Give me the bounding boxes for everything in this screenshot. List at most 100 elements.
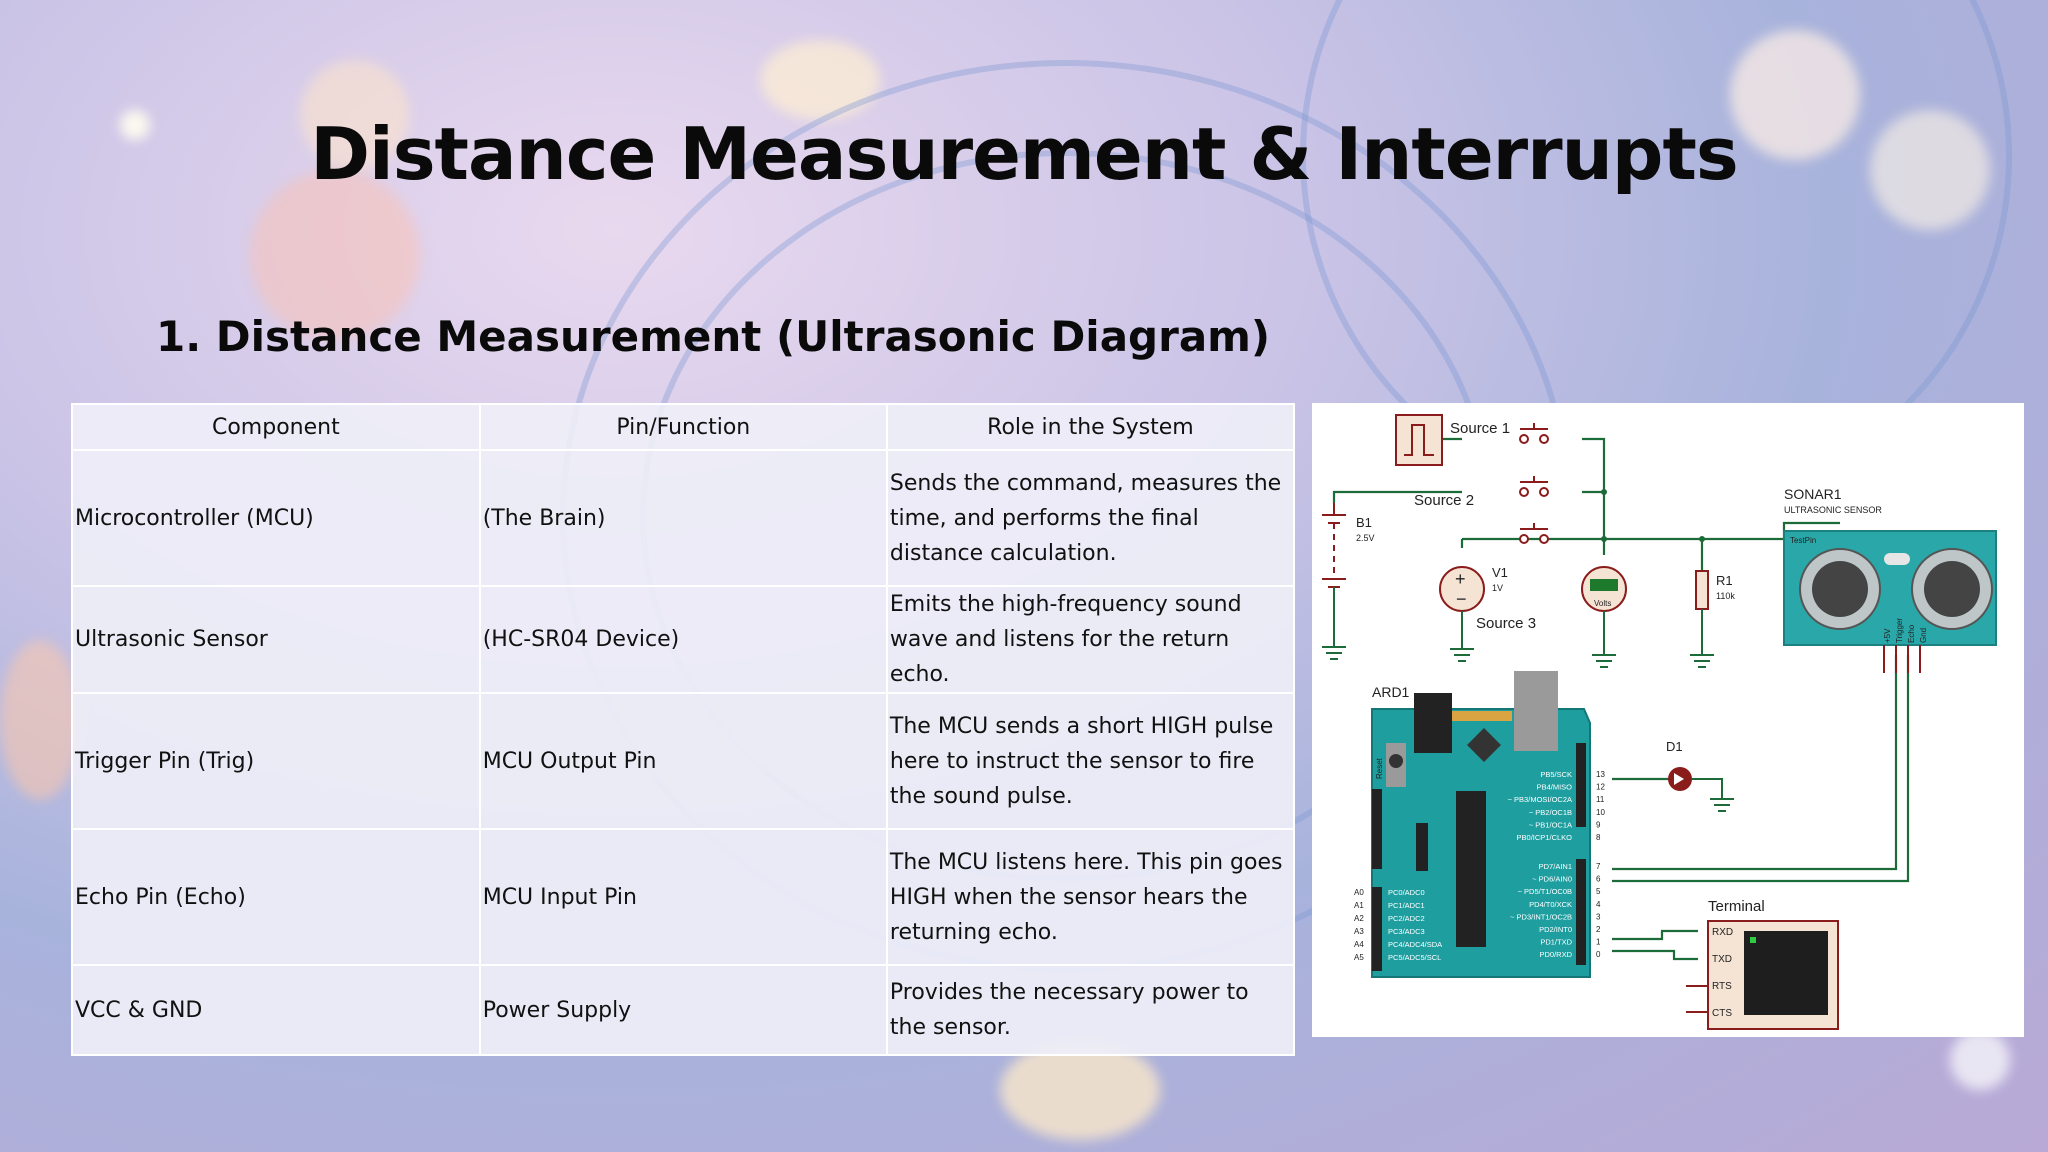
pin-label: PC2/ADC2 <box>1388 914 1425 923</box>
pin-number: 5 <box>1596 887 1601 896</box>
pin-label: PD0/RXD <box>1539 950 1572 959</box>
reset-label: Reset <box>1375 757 1384 779</box>
pin-number: 4 <box>1596 900 1601 909</box>
circuit-schematic: Source 1 Source 2 B1 2.5V + − V1 1V Sour… <box>1322 414 1997 1030</box>
pulse-source-icon <box>1395 414 1443 466</box>
header-component: Component <box>71 403 481 451</box>
ground-icon <box>1692 778 1734 812</box>
pin-label: PC4/ADC4/SDA <box>1388 940 1442 949</box>
portc-labels: PC0/ADC0A0PC1/ADC1A1PC2/ADC2A2PC3/ADC3A3… <box>1354 888 1442 962</box>
volts-label: Volts <box>1594 599 1611 608</box>
cell-pin-function: MCU Input Pin <box>478 828 888 966</box>
pin-label: ~ PD3/INT1/OC2B <box>1510 912 1572 921</box>
source2-label: Source 2 <box>1414 492 1474 509</box>
transducer-mesh <box>1924 561 1980 617</box>
sonar-pin-label: Echo <box>1907 624 1916 643</box>
switches <box>1519 423 1549 544</box>
transducer-mesh <box>1812 561 1868 617</box>
analog-pin-number: A0 <box>1354 888 1364 897</box>
cell-component: Microcontroller (MCU) <box>71 449 481 587</box>
table-row: Microcontroller (MCU) (The Brain) Sends … <box>71 449 1296 587</box>
bokeh-light <box>0 640 80 800</box>
pulse-waveform-icon <box>1404 424 1434 456</box>
pin-number: 9 <box>1596 820 1601 829</box>
cell-role: Sends the command, measures the time, an… <box>885 449 1296 587</box>
ground-icon <box>1592 611 1616 668</box>
pin-number: 12 <box>1596 783 1605 792</box>
minus-icon: − <box>1456 589 1467 609</box>
capacitor-icon <box>1452 711 1512 721</box>
sonar-sublabel: ULTRASONIC SENSOR <box>1784 505 1882 515</box>
pin-label: ~ PD5/T1/OC0B <box>1518 887 1572 896</box>
terminal-pin-cts: CTS <box>1712 1008 1732 1019</box>
voltmeter-display <box>1590 579 1618 591</box>
cell-component: VCC & GND <box>71 964 481 1056</box>
bokeh-light <box>120 110 150 140</box>
pin-label: PC3/ADC3 <box>1388 927 1425 936</box>
pin-label: PD4/T0/XCK <box>1529 900 1572 909</box>
pin-number: 10 <box>1596 808 1605 817</box>
table-row: Echo Pin (Echo) MCU Input Pin The MCU li… <box>71 828 1296 966</box>
circuit-diagram: Source 1 Source 2 B1 2.5V + − V1 1V Sour… <box>1312 403 2024 1037</box>
analog-pin-number: A2 <box>1354 914 1364 923</box>
d1-label: D1 <box>1666 739 1683 754</box>
reset-knob-icon <box>1389 754 1403 768</box>
header-role: Role in the System <box>885 403 1296 451</box>
r1-label: R1 <box>1716 573 1733 588</box>
sonar-pin-label: Trigger <box>1895 618 1904 643</box>
terminal-pin-txd: TXD <box>1712 954 1732 965</box>
pin-label: PC5/ADC5/SCL <box>1388 953 1441 962</box>
pin-number: 0 <box>1596 950 1601 959</box>
header-power <box>1372 789 1382 869</box>
analog-pin-number: A5 <box>1354 953 1364 962</box>
chip-label: ATMEGA328P-PU <box>1469 857 1478 923</box>
v1-label: V1 <box>1492 565 1508 580</box>
source3-label: Source 3 <box>1476 615 1536 632</box>
pin-label: ~ PB3/MOSI/OC2A <box>1508 795 1572 804</box>
terminal-pin-rts: RTS <box>1712 981 1732 992</box>
cell-role: Provides the necessary power to the sens… <box>885 964 1296 1056</box>
pin-label: PB5/SCK <box>1540 770 1572 779</box>
source1-label: Source 1 <box>1450 420 1510 437</box>
pin-number: 8 <box>1596 833 1601 842</box>
pin-label: PD7/AIN1 <box>1539 862 1572 871</box>
ground-icon <box>1322 587 1346 660</box>
cell-pin-function: (HC-SR04 Device) <box>478 585 888 694</box>
header-analog <box>1372 887 1382 971</box>
cell-role: The MCU sends a short HIGH pulse here to… <box>885 692 1296 830</box>
bokeh-light <box>1950 1030 2010 1090</box>
crystal-oscillator-icon <box>1416 823 1428 871</box>
cell-pin-function: (The Brain) <box>478 449 888 587</box>
junctions <box>1601 489 1705 542</box>
sonar-label: SONAR1 <box>1784 486 1842 502</box>
testpin-label: TestPin <box>1790 536 1816 545</box>
table-header-row: Component Pin/Function Role in the Syste… <box>71 403 1296 451</box>
analog-pin-number: A4 <box>1354 940 1364 949</box>
pin-label: PC1/ADC1 <box>1388 901 1425 910</box>
cell-role: Emits the high-frequency sound wave and … <box>885 585 1296 694</box>
ground-icon <box>1690 609 1714 668</box>
table-row: VCC & GND Power Supply Provides the nece… <box>71 964 1296 1056</box>
bokeh-light <box>1000 1040 1160 1140</box>
arduino-label: ARD1 <box>1372 684 1410 700</box>
sonar-pin-label: Gnd <box>1919 628 1928 643</box>
pin-label: ~ PD6/AIN0 <box>1532 875 1572 884</box>
pin-label: ~ PB1/OC1A <box>1529 820 1572 829</box>
ground-icon <box>1450 611 1474 662</box>
table-row: Trigger Pin (Trig) MCU Output Pin The MC… <box>71 692 1296 830</box>
pin-number: 13 <box>1596 770 1605 779</box>
header-portd <box>1576 859 1586 965</box>
cell-component: Echo Pin (Echo) <box>71 828 481 966</box>
cell-pin-function: MCU Output Pin <box>478 692 888 830</box>
analog-pin-number: A3 <box>1354 927 1364 936</box>
b1-value: 2.5V <box>1356 533 1375 543</box>
pin-number: 6 <box>1596 875 1601 884</box>
terminal-cursor-icon <box>1750 937 1756 943</box>
cell-pin-function: Power Supply <box>478 964 888 1056</box>
pin-number: 7 <box>1596 862 1601 871</box>
sonar-pin-label: +5V <box>1883 628 1892 643</box>
terminal-label: Terminal <box>1708 898 1765 915</box>
pin-label: PB4/MISO <box>1537 783 1573 792</box>
pin-label: PD1/TXD <box>1540 938 1572 947</box>
